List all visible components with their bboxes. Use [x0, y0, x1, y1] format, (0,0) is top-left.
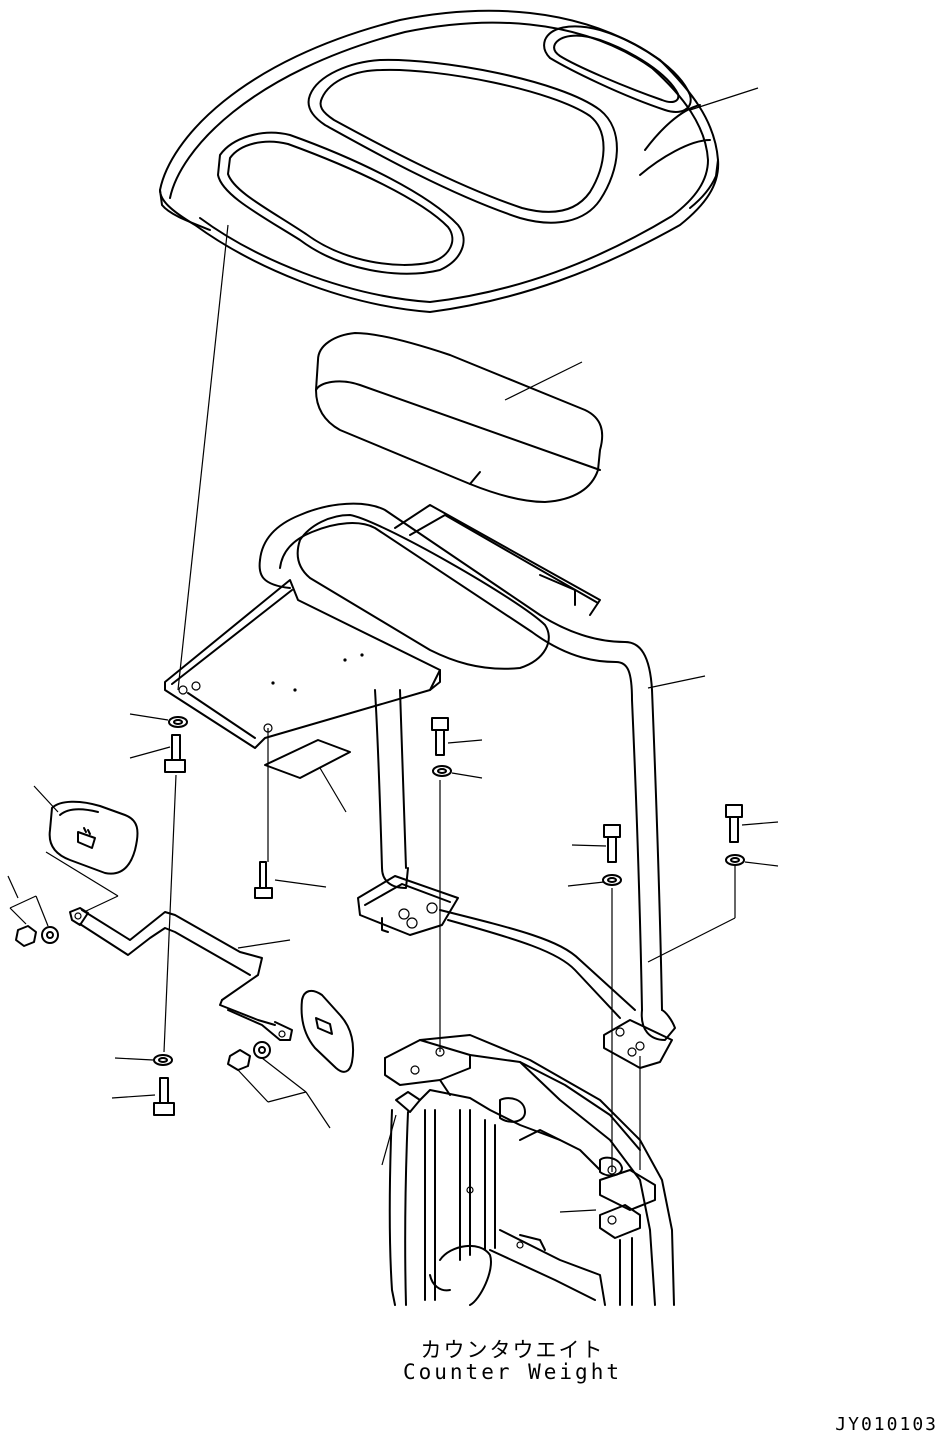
leader-lines [7, 87, 779, 1213]
mirror-right [300, 989, 355, 1073]
caption-english: Counter Weight [402, 1360, 622, 1384]
drawing-number: JY010103 [835, 1414, 938, 1435]
caption-japanese: カウンタウエイト [420, 1338, 605, 1362]
caution-label [264, 739, 351, 779]
roof-cover [159, 9, 720, 313]
mirror-left [48, 800, 139, 875]
roof-frame [164, 502, 676, 1069]
mirror-stay [69, 907, 293, 1041]
counter-weight [384, 1034, 675, 1306]
roof-pad [315, 332, 604, 503]
fasteners [15, 716, 745, 1116]
assembly-lines [163, 224, 641, 1172]
